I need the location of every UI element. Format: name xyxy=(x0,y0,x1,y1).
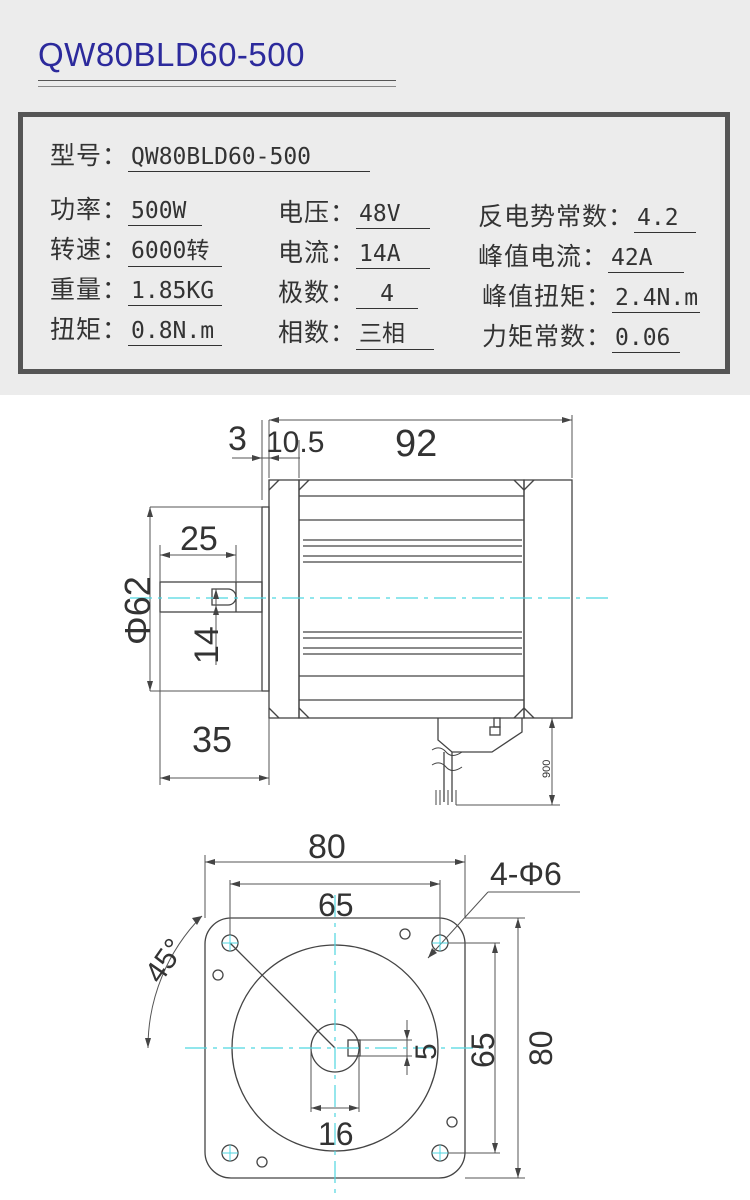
spec-weight: 重量：1.85KG xyxy=(50,270,223,306)
spec-power: 功率：500W xyxy=(50,190,203,226)
technical-drawing: 3 10.5 92 25 Φ62 14 35 900 80 65 4-Φ6 45… xyxy=(117,415,610,1198)
page-title: QW80BLD60-500 xyxy=(38,36,305,73)
dim-shaft-dia: 14 xyxy=(188,626,226,664)
spec-voltage: 电压：48V xyxy=(278,193,431,229)
dim-cable-length: 900 xyxy=(541,760,553,778)
spec-back-emf: 反电势常数：4.2 xyxy=(478,197,697,233)
dim-diameter: Φ62 xyxy=(117,576,158,645)
spec-panel: QW80BLD60-500 型号：QW80BLD60-500 功率：500W 转… xyxy=(0,0,750,395)
dim-front-height: 80 xyxy=(523,1030,559,1066)
motor-shaft xyxy=(159,581,263,613)
title-underline xyxy=(38,80,396,81)
dim-body: 92 xyxy=(395,423,437,465)
side-dimensions xyxy=(149,415,573,806)
dim-shaft: 16 xyxy=(318,1116,354,1152)
title-underline-2 xyxy=(38,86,396,87)
dim-boss: 10.5 xyxy=(266,426,324,459)
dim-shaft-length: 25 xyxy=(180,520,218,558)
dim-total-length: 35 xyxy=(192,719,232,760)
motor-body xyxy=(298,479,525,719)
spec-speed: 转速：6000转 xyxy=(50,230,223,267)
flange-plate xyxy=(261,506,270,692)
spec-current: 电流：14A xyxy=(278,233,431,269)
spec-torque-const: 力矩常数：0.06 xyxy=(482,317,681,353)
cable-housing xyxy=(437,718,523,753)
spec-phases: 相数：三相 xyxy=(278,313,435,350)
spec-torque: 扭矩：0.8N.m xyxy=(50,310,223,346)
dim-angle: 45° xyxy=(139,933,192,989)
dim-key: 5 xyxy=(410,1043,443,1060)
spec-model: 型号：QW80BLD60-500 xyxy=(50,136,371,172)
dim-hole-spacing-v: 65 xyxy=(465,1032,501,1068)
side-view xyxy=(159,479,573,805)
dim-flange: 3 xyxy=(228,420,247,458)
spec-box xyxy=(18,112,730,374)
dim-holes: 4-Φ6 xyxy=(490,856,562,892)
front-dimensions xyxy=(147,855,580,1179)
spec-peak-torque: 峰值扭矩：2.4N.m xyxy=(482,282,701,313)
cable xyxy=(443,752,453,802)
spec-peak-current: 峰值电流：42A xyxy=(478,237,685,273)
dim-front-width: 80 xyxy=(308,828,346,866)
motor-end-cap xyxy=(523,479,573,719)
spec-poles: 极数：4 xyxy=(278,273,419,309)
dim-hole-spacing-h: 65 xyxy=(318,887,354,923)
motor-boss xyxy=(268,479,300,719)
